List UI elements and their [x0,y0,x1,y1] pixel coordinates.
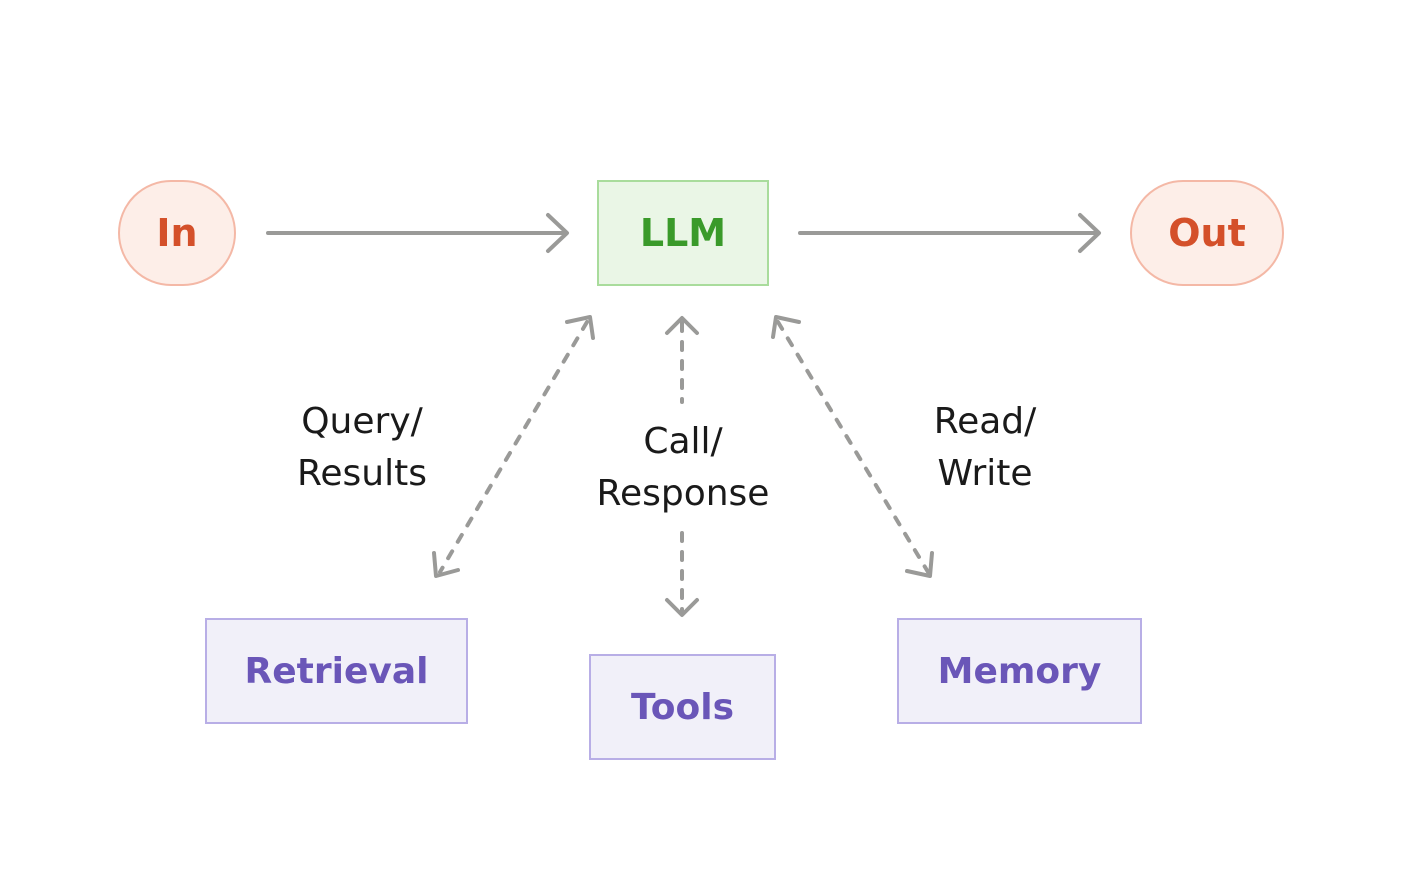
arrow-llm-tools [665,316,699,617]
llm-node: LLM [597,180,769,286]
memory-node-label: Memory [937,650,1102,692]
output-node-label: Out [1168,211,1246,255]
tools-node-label: Tools [630,686,734,728]
output-node: Out [1130,180,1284,286]
retrieval-edge-label: Query/ Results [262,396,462,500]
tools-edge-label: Call/ Response [573,416,793,520]
memory-edge-label-line1: Read/ [933,401,1037,442]
tools-node: Tools [589,654,776,760]
arrow-in-to-llm [266,213,569,253]
input-node: In [118,180,236,286]
arrow-llm-memory [771,315,934,578]
memory-edge-label-line2: Write [937,453,1033,494]
memory-edge-label: Read/ Write [900,396,1070,500]
retrieval-edge-label-line2: Results [297,453,427,494]
arrow-llm-to-out [798,213,1101,253]
llm-node-label: LLM [639,211,727,255]
retrieval-edge-label-line1: Query/ [301,401,423,442]
tools-edge-label-line2: Response [596,473,770,514]
retrieval-node: Retrieval [205,618,468,724]
arrow-llm-retrieval [432,315,595,578]
tools-edge-label-line1: Call/ [643,421,723,462]
memory-node: Memory [897,618,1142,724]
retrieval-node-label: Retrieval [244,650,429,692]
input-node-label: In [156,211,198,255]
